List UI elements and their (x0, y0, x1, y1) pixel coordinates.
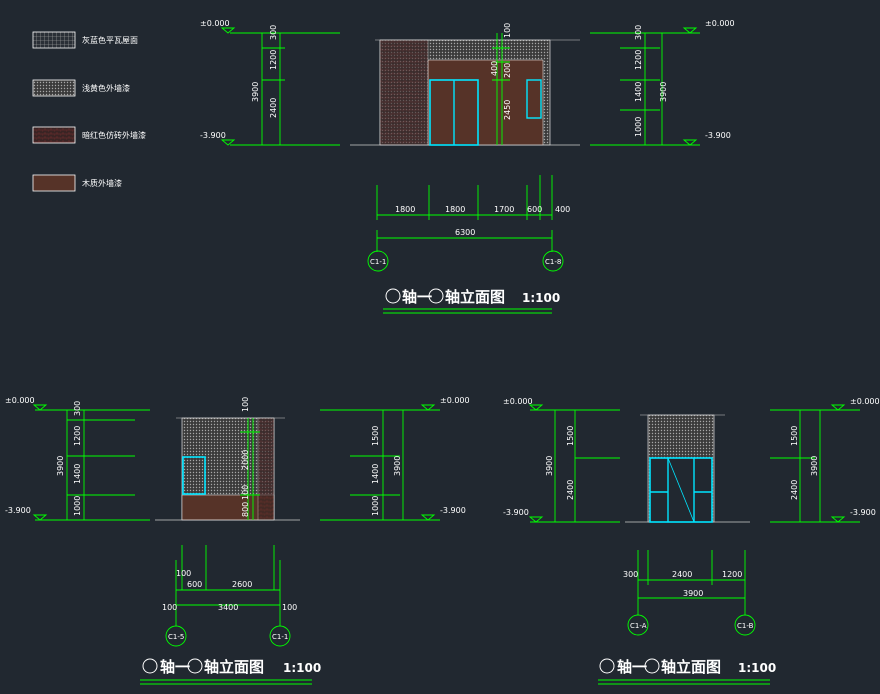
elev2-bottom-dim-5: 100 (282, 603, 297, 612)
elev1-left-dim-3: 2400 (269, 98, 278, 118)
elev1-title-separator: 轴一 (402, 288, 432, 306)
legend-swatch-yellow-paint (32, 79, 76, 97)
elev2-right-dim-1: 1500 (371, 426, 380, 446)
elev1-total-dim: 6300 (455, 228, 475, 237)
elev1-bottom-dim-4: 600 (527, 205, 542, 214)
elev3-right-dim-total: 3900 (810, 456, 819, 476)
elev3-bottom-dim-3: 1200 (722, 570, 742, 579)
elev3-left-dim-total: 3900 (545, 456, 554, 476)
legend-label-roof: 灰蓝色平瓦屋面 (82, 35, 138, 45)
elev3-right-dim-1: 1500 (790, 426, 799, 446)
elev3-title-separator: 轴一 (617, 658, 647, 676)
elev2-left-dim-2: 1200 (73, 426, 82, 446)
elevation-3-labels: ±0.000 -3.900 ±0.000 -3.900 1500 2400 39… (503, 397, 880, 685)
elev2-inner-dim-4: 800 (241, 502, 250, 517)
elevation-2 (32, 404, 440, 647)
elev3-axis-start: C1-A (630, 622, 647, 630)
elev1-bottom-dim-2: 1800 (445, 205, 465, 214)
elev2-right-dim-2: 1400 (371, 464, 380, 484)
elev2-title: 轴一 轴立面图 1:100 (140, 658, 321, 685)
elev1-inner-dim-3: 200 (503, 63, 512, 78)
elev3-title: 轴一 轴立面图 1:100 (598, 658, 776, 685)
elev2-scale: 1:100 (283, 661, 321, 675)
elev1-left-dim-1: 300 (269, 25, 278, 40)
elev1-inner-dim-4: 2450 (503, 100, 512, 120)
elev1-level-top-right: ±0.000 (705, 19, 735, 28)
legend-swatch-roof (32, 31, 76, 49)
elev2-right-dim-3: 1000 (371, 496, 380, 516)
elev3-level-top-left: ±0.000 (503, 397, 533, 406)
elev1-inner-dim-2: 400 (490, 61, 499, 76)
elev1-axis-end: C1-8 (545, 258, 561, 266)
elev2-title-text: 轴立面图 (204, 658, 264, 676)
elev2-inner-dim-1: 100 (241, 397, 250, 412)
elevation-1-labels: ±0.000 -3.900 ±0.000 -3.900 300 1200 240… (200, 19, 735, 314)
elev2-bottom-dim-1: 100 (176, 569, 191, 578)
elev2-left-dim-total: 3900 (56, 456, 65, 476)
elev1-inner-dim-1: 100 (503, 23, 512, 38)
elev1-right-dim-2: 1200 (634, 50, 643, 70)
elev2-level-bottom-left: -3.900 (5, 506, 31, 515)
elev2-bottom-dim-3: 2600 (232, 580, 252, 589)
elev3-level-top-right: ±0.000 (850, 397, 880, 406)
elev1-scale: 1:100 (522, 291, 560, 305)
elev2-level-bottom-right: -3.900 (440, 506, 466, 515)
elev3-right-dim-2: 2400 (790, 480, 799, 500)
elev2-title-separator: 轴一 (160, 658, 190, 676)
elev2-bottom-dim-2: 600 (187, 580, 202, 589)
elev2-axis-end: C1-1 (272, 633, 288, 641)
elev3-scale: 1:100 (738, 661, 776, 675)
elev1-bottom-dim-5: 400 (555, 205, 570, 214)
elev1-left-dim-total: 3900 (251, 82, 260, 102)
elev3-title-text: 轴立面图 (661, 658, 721, 676)
elev1-right-dim-1: 300 (634, 25, 643, 40)
elevation-1 (220, 27, 700, 272)
elev1-right-dim-3: 1400 (634, 82, 643, 102)
elev1-bottom-dim-1: 1800 (395, 205, 415, 214)
elev1-right-dim-total: 3900 (659, 82, 668, 102)
elev1-level-bottom-left: -3.900 (200, 131, 226, 140)
elev1-level-top-left: ±0.000 (200, 19, 230, 28)
elev3-total-dim: 3900 (683, 589, 703, 598)
elevation-3 (528, 404, 860, 636)
legend-swatch-wood-paint (32, 174, 76, 192)
elev3-axis-end: C1-B (737, 622, 754, 630)
elev2-inner-dim-2: 2000 (241, 450, 250, 470)
elev3-bottom-dim-2: 2400 (672, 570, 692, 579)
elev2-right-dim-total: 3900 (393, 456, 402, 476)
elev3-left-dim-2: 2400 (566, 480, 575, 500)
elev2-left-dim-1: 300 (73, 401, 82, 416)
legend: 灰蓝色平瓦屋面 浅黄色外墙漆 暗红色仿砖外墙漆 木质外墙漆 (32, 31, 146, 192)
elev1-title: 轴一 轴立面图 1:100 (383, 288, 560, 314)
elev2-left-dim-4: 1000 (73, 496, 82, 516)
elev2-level-top-right: ±0.000 (440, 396, 470, 405)
elev2-left-dim-3: 1400 (73, 464, 82, 484)
elev3-level-bottom-right: -3.900 (850, 508, 876, 517)
legend-label-brick-paint: 暗红色仿砖外墙漆 (82, 130, 146, 140)
elev2-total-dim: 3400 (218, 603, 238, 612)
elev3-level-bottom-left: -3.900 (503, 508, 529, 517)
elev3-bottom-dim-1: 300 (623, 570, 638, 579)
elev1-bottom-dim-3: 1700 (494, 205, 514, 214)
elev1-title-text: 轴立面图 (445, 288, 505, 306)
elev2-inner-dim-3: 100 (241, 485, 250, 500)
elevation-2-labels: ±0.000 -3.900 ±0.000 -3.900 300 1200 140… (5, 396, 470, 685)
legend-swatch-brick-paint (32, 126, 76, 144)
elev2-bottom-dim-4: 100 (162, 603, 177, 612)
elev1-axis-start: C1-1 (370, 258, 386, 266)
elev2-axis-start: C1-5 (168, 633, 184, 641)
elev2-level-top-left: ±0.000 (5, 396, 35, 405)
elev3-left-dim-1: 1500 (566, 426, 575, 446)
legend-label-yellow-paint: 浅黄色外墙漆 (82, 83, 130, 93)
elev1-level-bottom-right: -3.900 (705, 131, 731, 140)
elev1-right-dim-4: 1000 (634, 117, 643, 137)
legend-label-wood-paint: 木质外墙漆 (82, 178, 122, 188)
elev1-left-dim-2: 1200 (269, 50, 278, 70)
